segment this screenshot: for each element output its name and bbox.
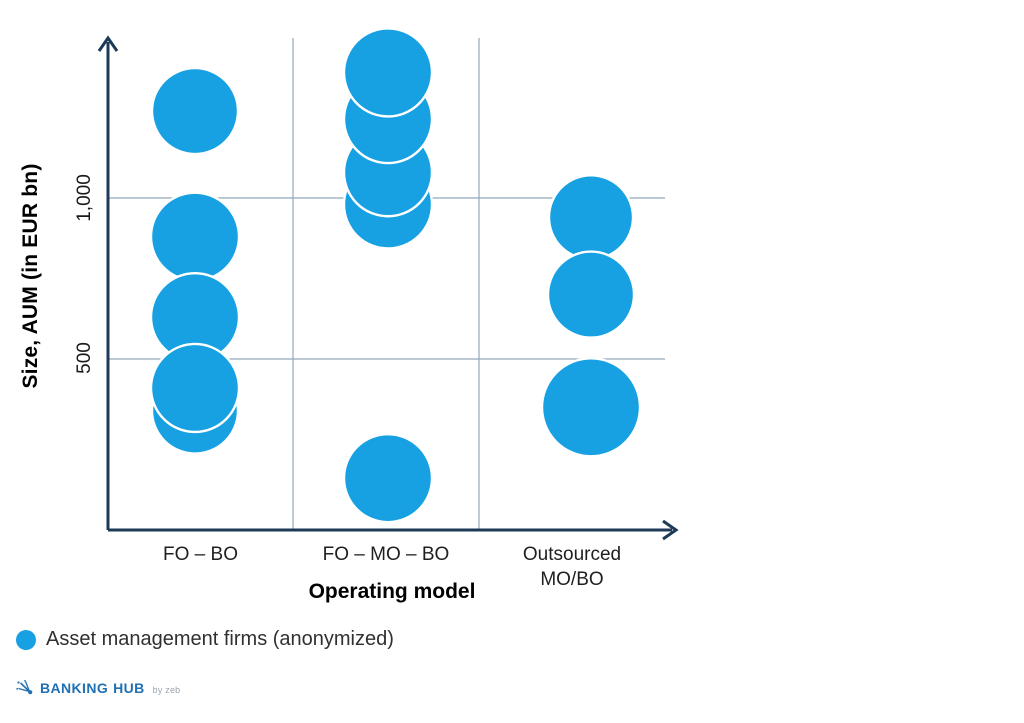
bubble-data-point xyxy=(149,191,241,282)
x-tick-fo-bo: FO – BO xyxy=(163,544,238,565)
bubble-data-point xyxy=(150,66,240,156)
legend-label: Asset management firms (anonymized) xyxy=(46,628,394,650)
y-tick-1000: 1,000 xyxy=(74,174,95,222)
x-axis-arrowhead xyxy=(662,519,679,541)
legend: Asset management firms (anonymized) xyxy=(16,626,394,653)
bubble-data-point xyxy=(342,27,434,118)
x-tick-outsourced-mo-bo: Outsourced MO/BO xyxy=(522,544,622,590)
bubble-data-point xyxy=(546,250,636,339)
bubble-data-point xyxy=(547,174,635,261)
bubble-data-point xyxy=(149,342,241,434)
axes xyxy=(97,35,679,541)
legend-marker-circle xyxy=(16,629,36,650)
x-tick-fo-mo-bo: FO – MO – BO xyxy=(322,544,450,565)
y-tick-500: 500 xyxy=(74,342,95,374)
brand-wordmark-hub: HUB xyxy=(113,680,145,696)
bubble-data-point xyxy=(540,357,642,458)
bankinghub-logo: BANKING HUB by zeb xyxy=(16,678,180,698)
bankinghub-splash-icon xyxy=(16,680,33,695)
bubble-chart-svg xyxy=(97,27,679,541)
bubble-data-point xyxy=(342,432,434,524)
brand-wordmark-banking: BANKING xyxy=(40,680,109,696)
brand-byline: by zeb xyxy=(152,685,181,695)
x-axis-title: Operating model xyxy=(308,580,476,603)
bubble-group xyxy=(149,27,642,524)
y-axis-arrowhead xyxy=(97,35,119,52)
y-axis-title: Size, AUM (in EUR bn) xyxy=(19,163,42,389)
